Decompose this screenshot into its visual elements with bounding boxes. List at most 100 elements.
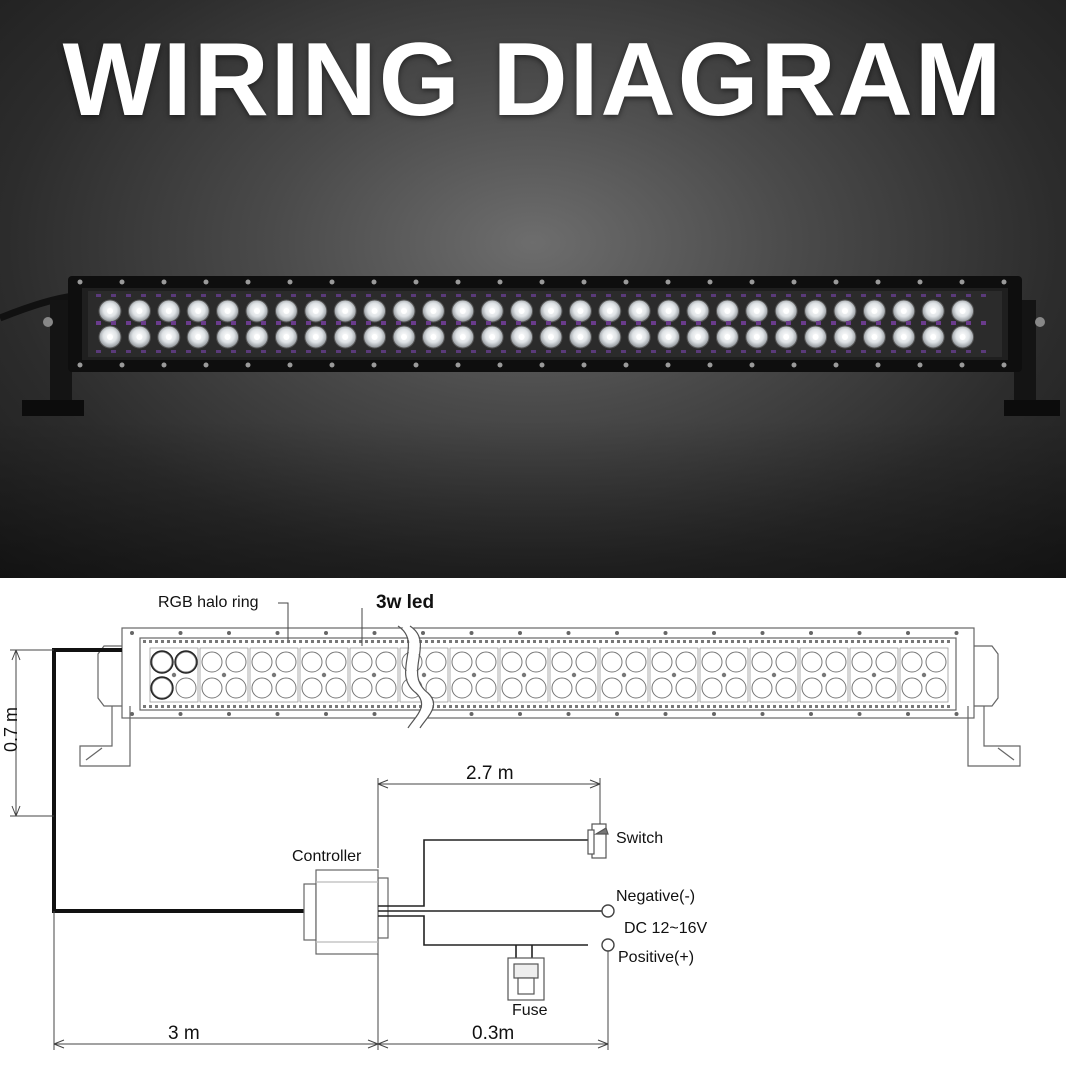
led-module <box>899 647 949 703</box>
screw <box>917 279 923 285</box>
led-lens <box>301 677 323 699</box>
screw <box>581 279 587 285</box>
led-lens <box>875 651 897 673</box>
screw <box>497 362 503 368</box>
led-lens <box>351 677 373 699</box>
led-lens <box>651 677 673 699</box>
screw <box>833 362 839 368</box>
screw <box>760 631 765 635</box>
led-lens <box>901 677 923 699</box>
screw <box>413 279 419 285</box>
controller-label: Controller <box>292 848 362 865</box>
diagram-drawing <box>10 602 1021 1050</box>
screw <box>1001 279 1007 285</box>
screw <box>707 279 713 285</box>
fuse-label: Fuse <box>512 1002 548 1019</box>
led-lens <box>325 677 347 699</box>
screw <box>469 631 474 635</box>
led-lens <box>851 677 873 699</box>
screw <box>809 712 813 716</box>
screw <box>119 279 125 285</box>
led-lens <box>675 677 697 699</box>
screw <box>324 712 328 716</box>
led-lens <box>475 677 497 699</box>
led-lens <box>175 651 197 673</box>
break-mark <box>397 621 435 731</box>
led-lens <box>601 651 623 673</box>
main-cable-length: 3 m <box>168 1023 200 1044</box>
led-lens <box>825 651 847 673</box>
screw <box>203 279 209 285</box>
fuse-component <box>507 957 545 1001</box>
switch-component <box>587 823 609 859</box>
screw <box>875 279 881 285</box>
screw <box>1001 362 1007 368</box>
floor-shadow <box>0 420 1066 578</box>
screw <box>287 279 293 285</box>
led-lens <box>775 651 797 673</box>
led-lens <box>801 677 823 699</box>
led-lens <box>201 651 223 673</box>
screw <box>455 279 461 285</box>
screw <box>518 631 522 635</box>
led-lens <box>451 651 473 673</box>
halo-ring-label: RGB halo ring <box>158 594 259 611</box>
screw <box>275 712 280 716</box>
led-lens <box>701 677 723 699</box>
screw <box>178 712 183 716</box>
led-lens <box>225 677 247 699</box>
led-lens <box>551 651 573 673</box>
led-lens <box>475 651 497 673</box>
led-lens <box>275 677 297 699</box>
led-module <box>749 647 799 703</box>
page-title: WIRING DIAGRAM <box>62 22 1004 138</box>
led-module <box>649 647 699 703</box>
led-lens <box>525 677 547 699</box>
halo-ring-leader <box>278 602 289 640</box>
negative-label: Negative(-) <box>616 888 696 905</box>
screw <box>623 362 629 368</box>
led-lens <box>751 677 773 699</box>
screw <box>663 712 668 716</box>
led-lens <box>625 651 647 673</box>
screw <box>875 362 881 368</box>
led-lens <box>725 677 747 699</box>
screw <box>455 362 461 368</box>
led-lens <box>151 677 173 699</box>
led-lens <box>725 651 747 673</box>
led-lens <box>875 677 897 699</box>
led-lens <box>525 651 547 673</box>
led-module <box>699 647 749 703</box>
switch-wire-length: 2.7 m <box>466 763 514 784</box>
screw <box>833 279 839 285</box>
screw <box>130 712 134 716</box>
screw <box>615 712 619 716</box>
led-module-array <box>149 647 949 703</box>
controller-wiring <box>378 839 608 958</box>
screw <box>665 362 671 368</box>
positive-label: Positive(+) <box>618 949 695 966</box>
screw <box>749 279 755 285</box>
led-label: 3w led <box>376 592 435 613</box>
led-lens <box>425 677 447 699</box>
switch-label: Switch <box>616 830 664 847</box>
vertical-cable-length: 0.7 m <box>1 706 21 752</box>
screw <box>518 712 522 716</box>
screw <box>566 631 571 635</box>
led-lens <box>601 677 623 699</box>
screw <box>712 631 716 635</box>
led-lens <box>451 677 473 699</box>
screw <box>77 279 83 285</box>
main-cable <box>52 648 312 913</box>
screw <box>906 712 910 716</box>
screw <box>161 362 167 368</box>
led-lens <box>201 677 223 699</box>
led-lens <box>325 651 347 673</box>
screw <box>712 712 716 716</box>
screw <box>663 631 668 635</box>
screw <box>324 631 328 635</box>
led-module <box>849 647 899 703</box>
screw <box>581 362 587 368</box>
screw <box>329 279 335 285</box>
power-wire-length: 0.3m <box>472 1023 515 1044</box>
